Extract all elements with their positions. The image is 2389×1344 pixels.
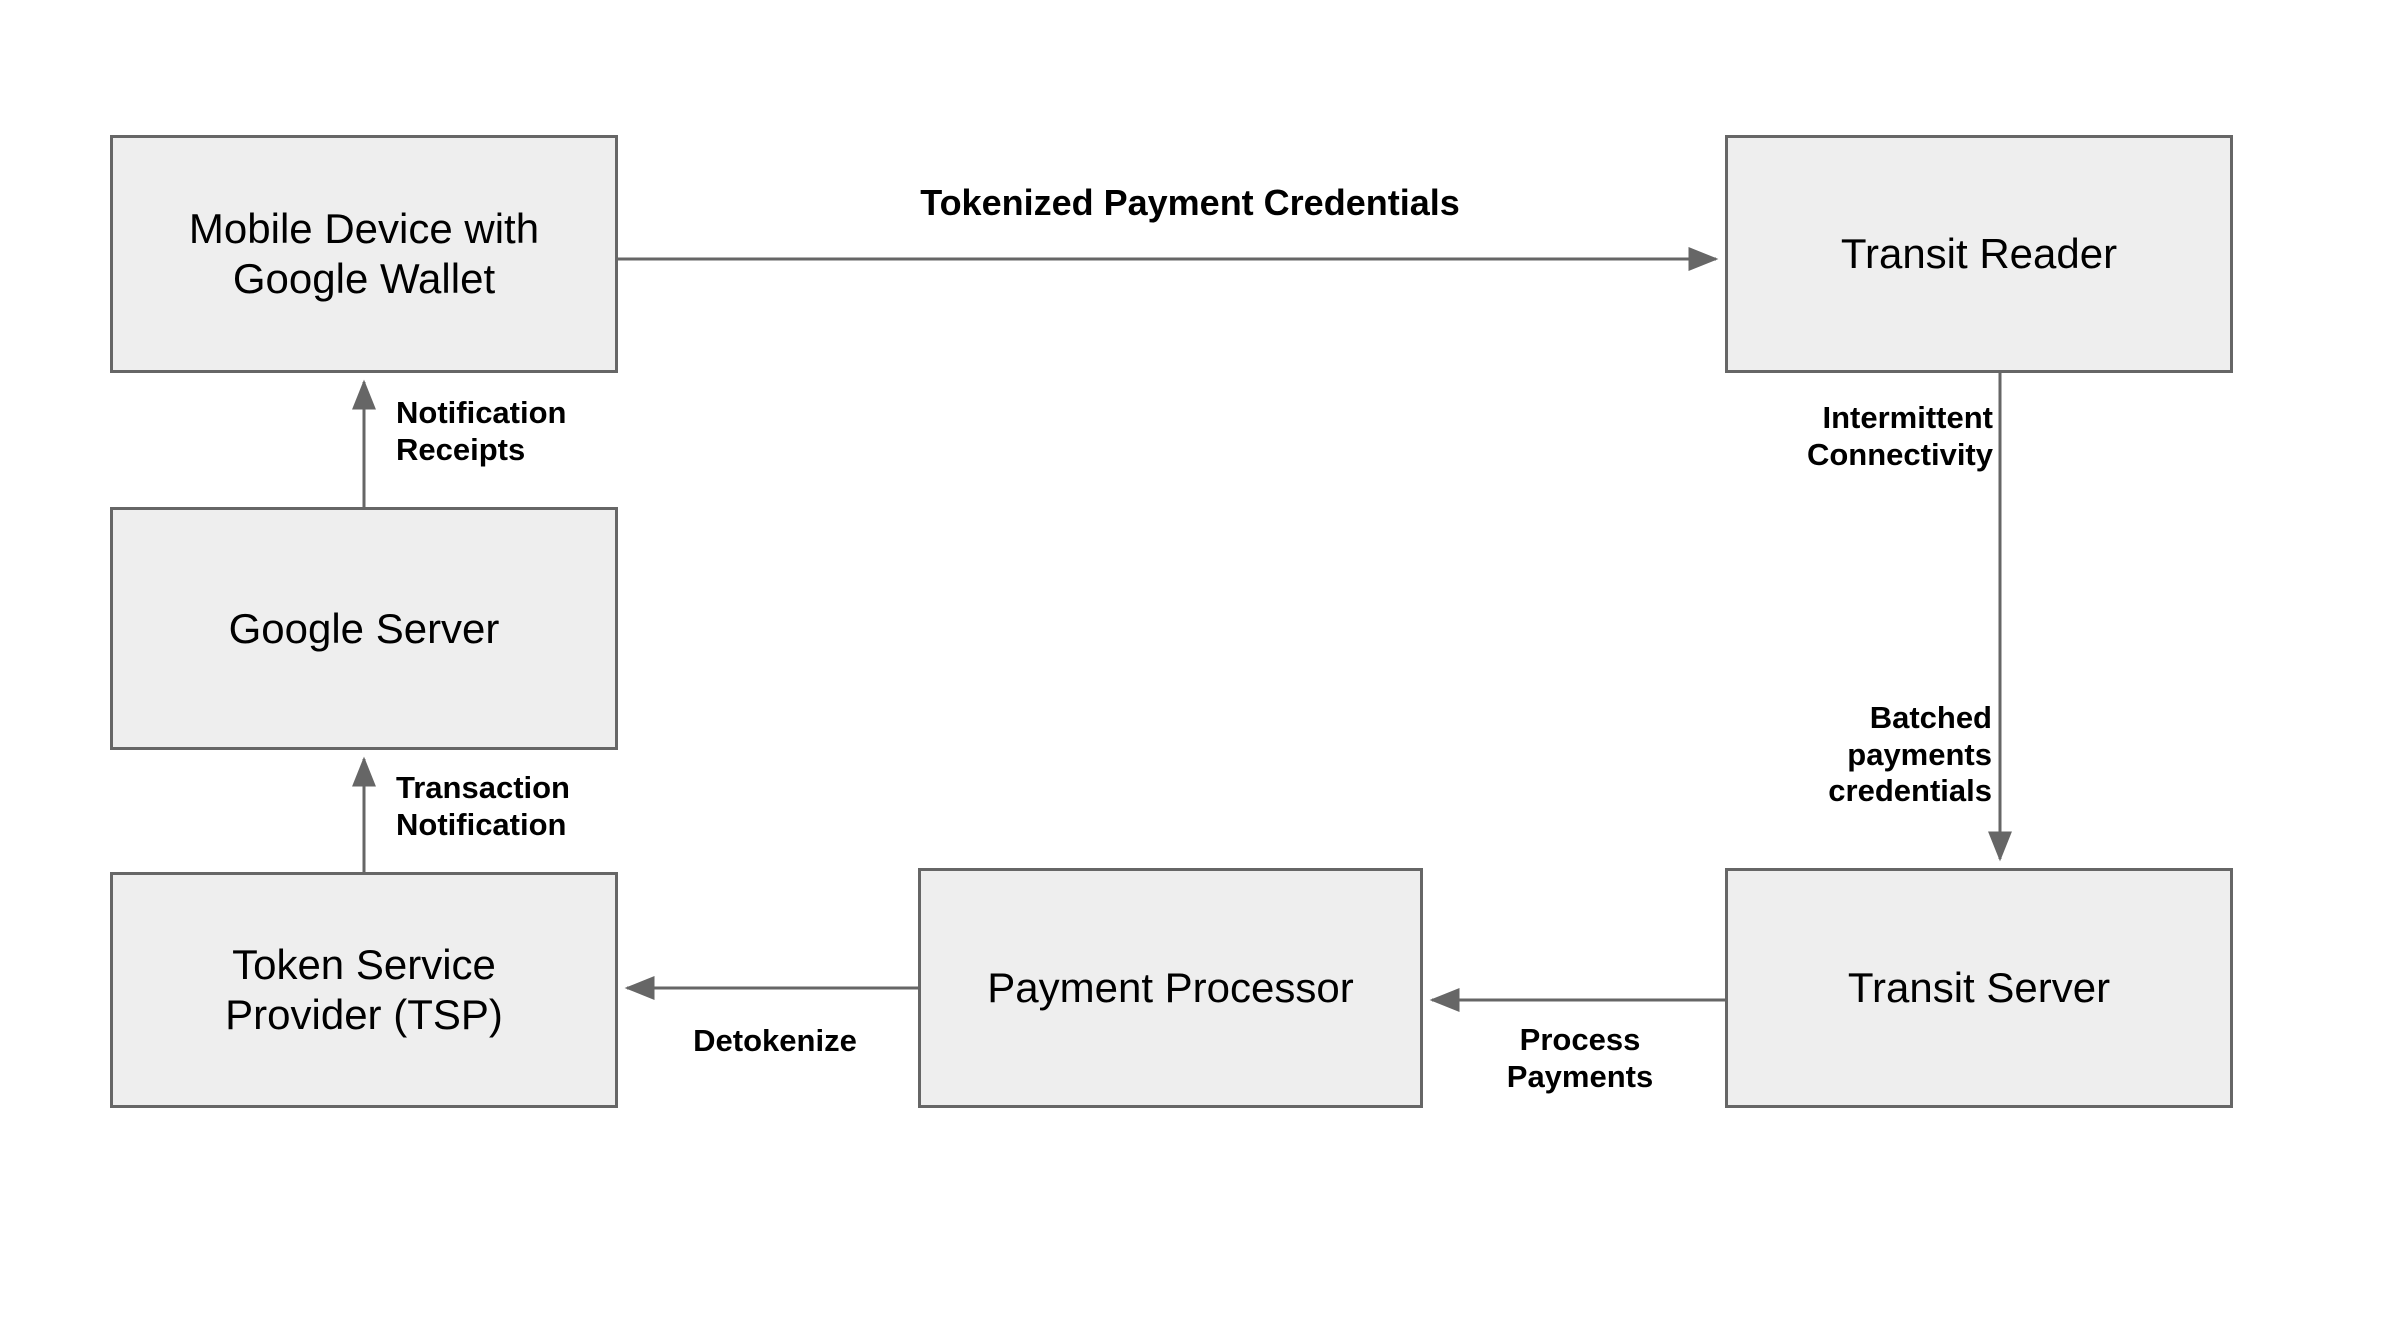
- edge-label-mobile-to-reader: Tokenized Payment Credentials: [920, 182, 1460, 223]
- node-label-mobile-device: Mobile Device with Google Wallet: [188, 205, 540, 302]
- node-label-transit-reader: Transit Reader: [1840, 230, 2118, 278]
- edge-label-transit-server-to-processor: Process Payments: [1506, 1022, 1654, 1094]
- edge-label-google-server-to-mobile: Notification Receipts: [396, 395, 567, 467]
- node-token-service-provider[interactable]: Token Service Provider (TSP): [110, 872, 618, 1108]
- edge-label-reader-to-server: Intermittent Connectivity: [1806, 400, 1993, 472]
- edge-label-tsp-to-google-server: Transaction Notification: [396, 770, 570, 842]
- node-transit-reader[interactable]: Transit Reader: [1725, 135, 2233, 373]
- node-mobile-device[interactable]: Mobile Device with Google Wallet: [110, 135, 618, 373]
- node-label-google-server: Google Server: [228, 604, 500, 652]
- node-transit-server[interactable]: Transit Server: [1725, 868, 2233, 1108]
- node-label-token-service-provider: Token Service Provider (TSP): [225, 941, 503, 1038]
- node-label-payment-processor: Payment Processor: [987, 964, 1354, 1012]
- node-label-transit-server: Transit Server: [1847, 964, 2111, 1012]
- node-google-server[interactable]: Google Server: [110, 507, 618, 750]
- node-payment-processor[interactable]: Payment Processor: [918, 868, 1423, 1108]
- edge-label-processor-to-tsp: Detokenize: [693, 1023, 857, 1058]
- edge-label-reader-to-server-batch: Batched payments credentials: [1828, 700, 1992, 809]
